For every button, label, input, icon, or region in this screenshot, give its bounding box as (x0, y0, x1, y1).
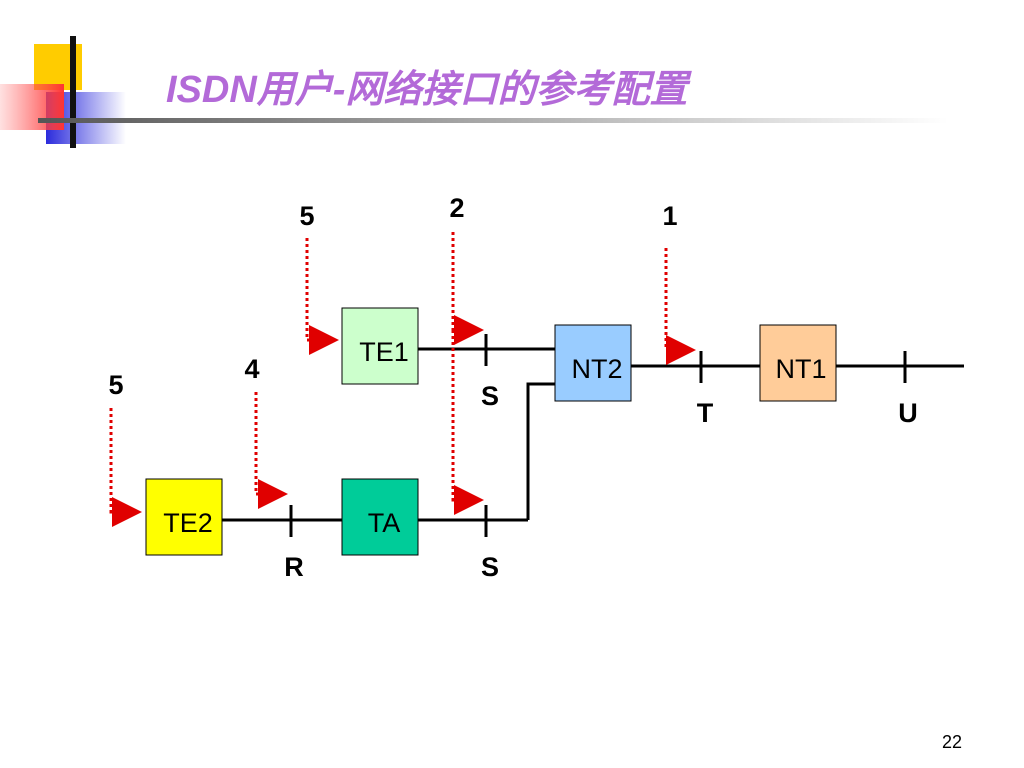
line-bend-nt2 (526, 382, 555, 520)
slide-title: ISDN用户-网络接口的参考配置 (166, 69, 688, 111)
te1-box (341, 307, 419, 385)
reference-ticks (289, 334, 907, 537)
logo-red-square (0, 84, 64, 130)
ta-box (341, 478, 419, 556)
nt2-label: NT2 (571, 354, 622, 384)
callout-1-arrow (664, 248, 696, 365)
callout-5-left-label: 5 (108, 370, 123, 400)
header-rule (38, 118, 948, 123)
page-number: 22 (941, 732, 962, 752)
callout-5-top-arrow (305, 238, 339, 355)
callout-1-label: 1 (662, 201, 677, 231)
callout-2-label: 2 (449, 193, 464, 223)
nt1-label: NT1 (775, 354, 826, 384)
te2-box (145, 478, 223, 556)
callout-4-arrow (254, 392, 288, 509)
nt1-box (759, 324, 837, 402)
callout-5-left-arrow (109, 408, 142, 527)
callout-2-arrow-upper (451, 232, 484, 345)
callout-2-arrow-lower (451, 330, 484, 515)
te1-label: TE1 (359, 337, 409, 367)
ref-u-label: U (898, 398, 918, 428)
nt2-box (554, 324, 632, 402)
ref-s-upper-label: S (481, 381, 499, 411)
ref-s-lower-label: S (481, 552, 499, 582)
ref-t-label: T (697, 398, 714, 428)
ta-label: TA (368, 508, 401, 538)
ref-r-label: R (284, 552, 304, 582)
logo-vertical-bar (70, 36, 76, 148)
te2-label: TE2 (163, 508, 213, 538)
corner-logo (0, 36, 126, 148)
callout-4-label: 4 (244, 354, 259, 384)
callout-5-top-label: 5 (299, 201, 314, 231)
